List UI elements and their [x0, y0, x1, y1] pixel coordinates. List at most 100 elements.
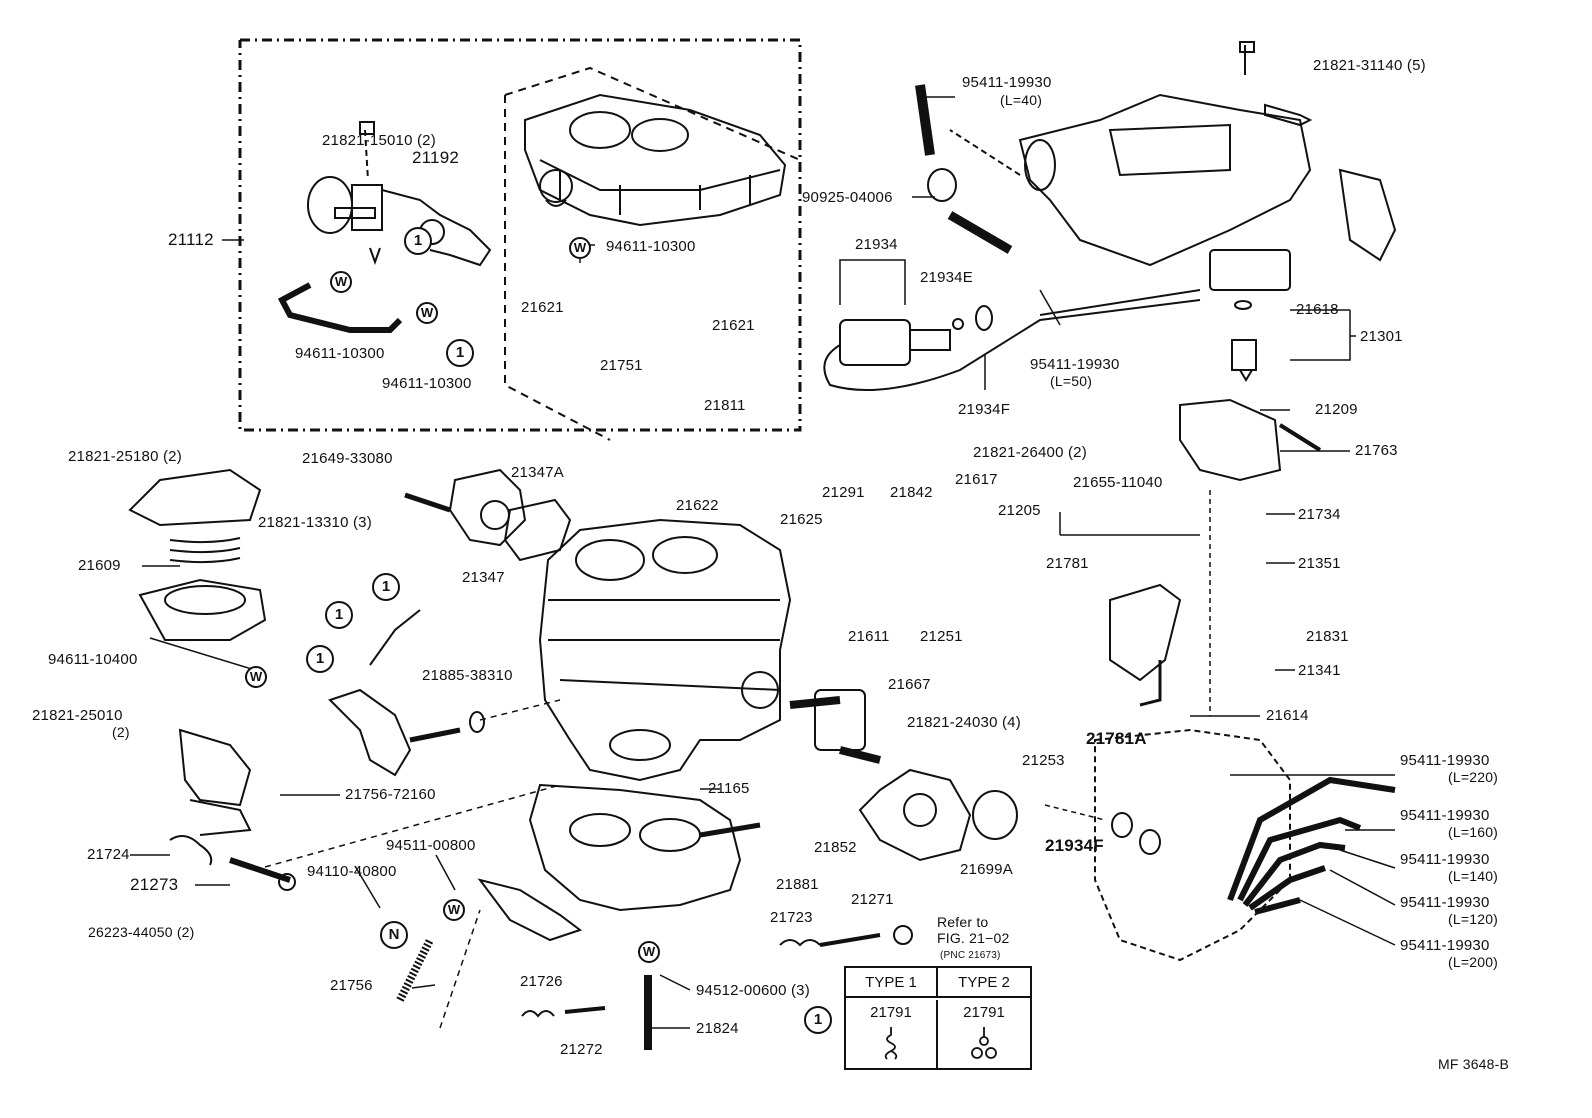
label-90925-04006: 90925-04006 — [802, 189, 893, 206]
callout-washer-f: W — [638, 941, 660, 963]
label-94611-10300-a: 94611-10300 — [295, 345, 385, 362]
carburetor-air-horn — [524, 93, 787, 227]
clip-type-table: TYPE 1 TYPE 2 21791 21791 — [844, 966, 1032, 1070]
label-21272: 21272 — [560, 1041, 603, 1058]
label-hose-l160-length: (L=160) — [1448, 824, 1499, 840]
label-21726: 21726 — [520, 973, 563, 990]
label-21756-72160: 21756-72160 — [345, 786, 436, 803]
type-1-part: 21791 — [870, 1004, 912, 1021]
label-21347: 21347 — [462, 569, 505, 586]
callout-washer-b: W — [416, 302, 438, 324]
label-hose-l200: 95411-19930 — [1400, 937, 1490, 954]
label-21625: 21625 — [780, 511, 823, 528]
label-21934F-b: 21934F — [1045, 836, 1104, 855]
callout-clip-1e: 1 — [306, 645, 334, 673]
label-hose-l160: 95411-19930 — [1400, 807, 1490, 824]
label-94611-10300-c: 94611-10300 — [606, 238, 696, 255]
label-21351: 21351 — [1298, 555, 1341, 572]
label-95411-19930-top-length: (L=40) — [1000, 92, 1043, 108]
callout-clip-1c: 1 — [372, 573, 400, 601]
callout-clip-legend: 1 — [804, 1006, 832, 1034]
label-21667: 21667 — [888, 676, 931, 693]
label-21112: 21112 — [168, 230, 214, 249]
label-21273: 21273 — [130, 875, 179, 894]
label-21781A: 21781A — [1086, 729, 1147, 748]
spring-21756 — [396, 938, 434, 1002]
distributor-cap-21209 — [1179, 398, 1322, 482]
assembly-21112-box — [238, 38, 802, 441]
callout-clip-1a: 1 — [404, 227, 432, 255]
throttle-positioner-21192 — [307, 121, 492, 267]
clip-type-2-icon — [971, 1027, 997, 1059]
intake-manifold-lower — [1094, 583, 1291, 962]
callout-clip-1b: 1 — [446, 339, 474, 367]
callout-washer-d: W — [245, 666, 267, 688]
label-hose-l200-length: (L=200) — [1448, 954, 1499, 970]
label-21852: 21852 — [814, 839, 857, 856]
spring-21726 — [521, 1006, 606, 1018]
label-21811: 21811 — [704, 397, 746, 414]
label-21781: 21781 — [1046, 555, 1089, 572]
label-21756: 21756 — [330, 977, 373, 994]
throttle-link-bracket — [169, 728, 296, 891]
drawing-code: MF 3648-B — [1438, 1056, 1510, 1072]
label-21617: 21617 — [955, 471, 998, 488]
label-94611-10400: 94611-10400 — [48, 651, 138, 668]
label-21192: 21192 — [412, 148, 460, 167]
label-21821-25180: 21821-25180 (2) — [68, 448, 182, 465]
spring-21723 — [779, 925, 913, 947]
accelerator-pump-21609 — [128, 468, 267, 641]
label-21885-38310: 21885-38310 — [422, 667, 513, 684]
label-21655-11040: 21655-11040 — [1073, 474, 1163, 491]
label-hose-l140-length: (L=140) — [1448, 868, 1499, 884]
label-hose-l120-length: (L=120) — [1448, 911, 1499, 927]
label-21821-24030: 21821-24030 (4) — [907, 714, 1021, 731]
label-21842: 21842 — [890, 484, 933, 501]
label-94512-00600: 94512-00600 (3) — [696, 982, 810, 999]
label-21821-15010: 21821-15010 (2) — [322, 132, 436, 149]
label-94511-00800: 94511-00800 — [386, 837, 476, 854]
label-hose-l220: 95411-19930 — [1400, 752, 1490, 769]
label-hose-l220-length: (L=220) — [1448, 769, 1499, 785]
clip-type-1-icon — [884, 1027, 898, 1060]
label-21824: 21824 — [696, 1020, 739, 1037]
label-21209: 21209 — [1315, 401, 1358, 418]
bracket-assembly — [858, 768, 1018, 862]
label-21881: 21881 — [776, 876, 819, 893]
connector-21301 — [1209, 249, 1291, 382]
label-95411-19930-mid: 95411-19930 — [1030, 356, 1120, 373]
label-21614: 21614 — [1266, 707, 1309, 724]
label-21205: 21205 — [998, 502, 1041, 519]
leader-lines — [130, 96, 1396, 1029]
vacuum-hose-bundle — [1227, 776, 1396, 915]
label-21291: 21291 — [822, 484, 865, 501]
vacuum-unit-21347 — [404, 468, 572, 562]
type-2-part: 21791 — [963, 1004, 1005, 1021]
label-21621-a: 21621 — [521, 299, 564, 316]
refer-note-line3: (PNC 21673) — [940, 950, 1001, 961]
label-21821-25010-qty: (2) — [112, 724, 130, 740]
refer-note-line2: FIG. 21−02 — [937, 930, 1010, 946]
label-21347A: 21347A — [511, 464, 564, 481]
label-21934E: 21934E — [920, 269, 973, 286]
label-21724: 21724 — [87, 846, 130, 863]
label-hose-l120: 95411-19930 — [1400, 894, 1490, 911]
label-21618: 21618 — [1296, 301, 1339, 318]
label-21622: 21622 — [676, 497, 719, 514]
type-2-header: TYPE 2 — [938, 968, 1030, 998]
callout-washer-e: W — [443, 899, 465, 921]
type-1-cell: 21791 — [846, 1000, 938, 1070]
label-95411-19930-top: 95411-19930 — [962, 74, 1052, 91]
fuel-cut-solenoid — [823, 289, 1201, 391]
label-21699A: 21699A — [960, 861, 1013, 878]
choke-lever — [328, 609, 485, 777]
throttle-body-21165 — [477, 783, 761, 942]
label-21821-31140: 21821-31140 (5) — [1313, 57, 1426, 74]
label-21751: 21751 — [600, 357, 643, 374]
label-95411-19930-mid-length: (L=50) — [1050, 373, 1093, 389]
label-21831: 21831 — [1306, 628, 1349, 645]
intake-manifold-top — [949, 41, 1397, 267]
label-21649-33080: 21649-33080 — [302, 450, 393, 467]
type-1-header: TYPE 1 — [846, 968, 938, 998]
